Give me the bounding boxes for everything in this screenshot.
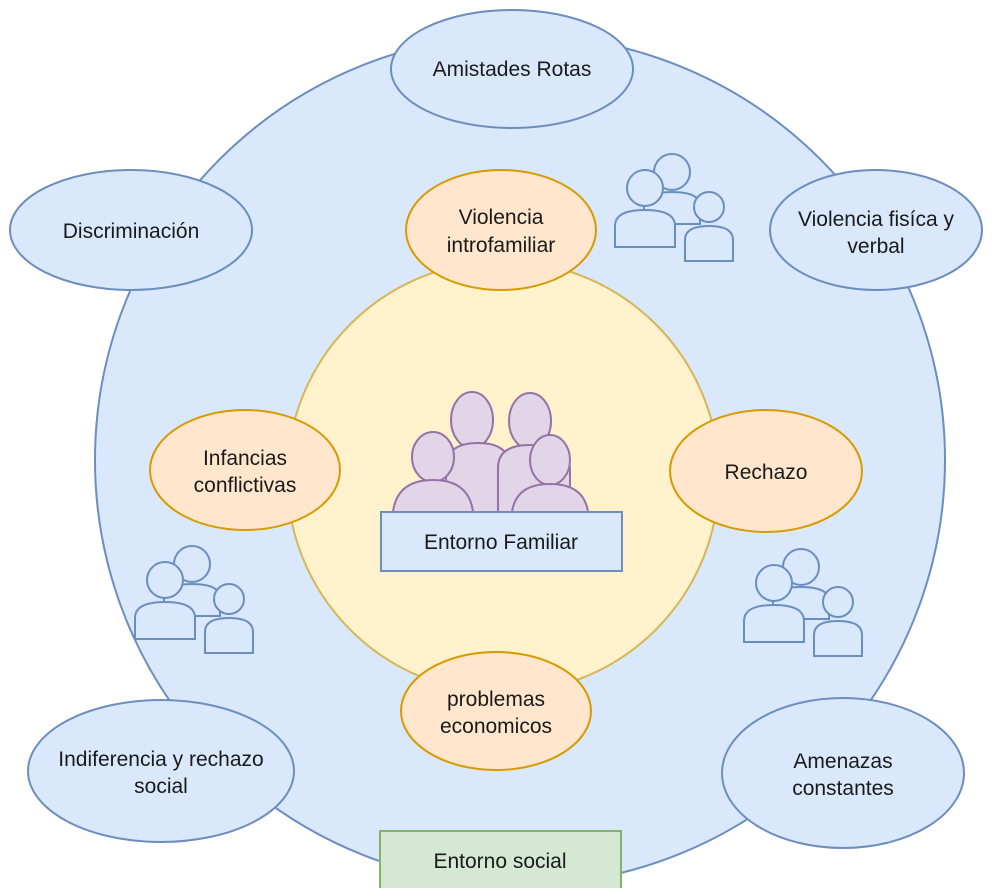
- social-node-label: Amenazas: [793, 750, 892, 773]
- social-node-label: verbal: [847, 235, 904, 258]
- family-node-infancias-conflictivas: Infancias conflictivas: [149, 409, 341, 531]
- social-node-label: social: [134, 775, 188, 798]
- social-node-indiferencia: Indiferencia y rechazo social: [27, 699, 295, 843]
- family-node-label: Violencia: [459, 206, 544, 229]
- family-node-label: economicos: [440, 715, 552, 738]
- social-node-label: Discriminación: [63, 220, 200, 243]
- social-node-amistades-rotas: Amistades Rotas: [390, 9, 634, 129]
- social-environment-label-text: Entorno social: [433, 850, 566, 873]
- social-node-label: Violencia fisíca y: [798, 208, 955, 231]
- social-node-label: Indiferencia y rechazo: [58, 748, 263, 771]
- family-node-violencia-intrafamiliar: Violencia introfamiliar: [405, 169, 597, 291]
- family-node-label: introfamiliar: [447, 234, 556, 257]
- family-environment-label-text: Entorno Familiar: [424, 531, 578, 554]
- family-node-rechazo: Rechazo: [669, 409, 863, 533]
- social-node-violencia-fisica: Violencia fisíca y verbal: [769, 169, 983, 291]
- social-environment-label: Entorno social: [379, 830, 622, 888]
- family-node-problemas-economicos: problemas economicos: [400, 651, 592, 771]
- social-node-label: Amistades Rotas: [433, 58, 592, 81]
- social-node-amenazas: Amenazas constantes: [721, 697, 965, 849]
- family-group-icon: [391, 391, 590, 513]
- family-node-label: conflictivas: [194, 474, 297, 497]
- social-node-label: constantes: [792, 777, 894, 800]
- social-node-discriminacion: Discriminación: [9, 169, 253, 291]
- family-node-label: problemas: [447, 688, 545, 711]
- family-environment-label: Entorno Familiar: [380, 511, 623, 572]
- family-node-label: Rechazo: [725, 461, 808, 484]
- family-node-label: Infancias: [203, 447, 287, 470]
